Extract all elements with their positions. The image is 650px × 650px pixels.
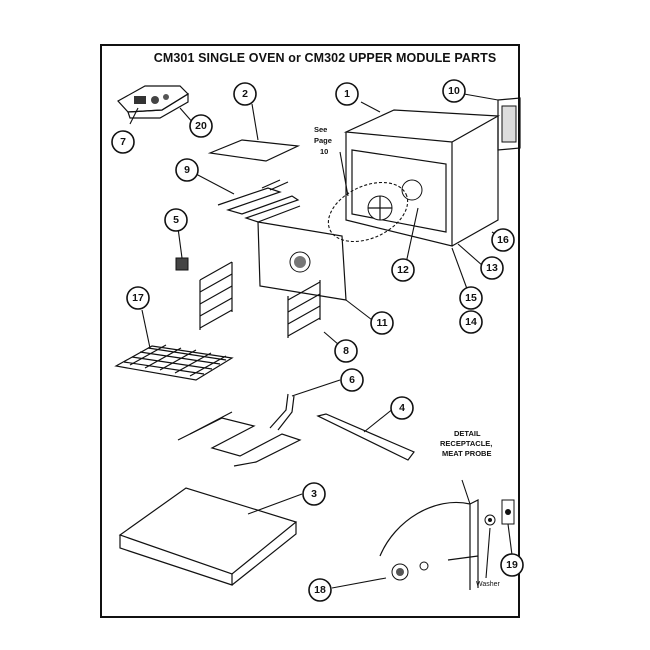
callout-4: 4 bbox=[390, 396, 414, 420]
callout-16: 16 bbox=[491, 228, 515, 252]
control-module-part bbox=[117, 85, 189, 119]
callout-8: 8 bbox=[334, 339, 358, 363]
diagram-border bbox=[100, 44, 520, 618]
diagram-title: CM301 SINGLE OVEN or CM302 UPPER MODULE … bbox=[153, 51, 497, 65]
callout-7: 7 bbox=[111, 130, 135, 154]
callout-10: 10 bbox=[442, 79, 466, 103]
callout-9: 9 bbox=[175, 158, 199, 182]
svg-text:16: 16 bbox=[497, 234, 509, 246]
svg-text:19: 19 bbox=[506, 559, 518, 571]
svg-text:14: 14 bbox=[465, 316, 477, 328]
washer-label: Washer bbox=[476, 581, 501, 588]
svg-text:12: 12 bbox=[397, 264, 409, 276]
callout-17: 17 bbox=[126, 286, 150, 310]
vent-panel-part bbox=[497, 97, 521, 151]
trim-strip-part bbox=[316, 413, 415, 461]
callout-19: 19 bbox=[500, 553, 524, 577]
callout-12: 12 bbox=[391, 258, 415, 282]
callout-2: 2 bbox=[233, 82, 257, 106]
callout-11: 11 bbox=[370, 311, 394, 335]
top-panel-part bbox=[207, 139, 301, 162]
svg-text:15: 15 bbox=[465, 292, 477, 304]
svg-text:11: 11 bbox=[376, 317, 387, 329]
rack-support-right-part bbox=[287, 280, 321, 338]
bake-element-part bbox=[177, 393, 302, 467]
callout-3: 3 bbox=[302, 482, 326, 506]
callout-15: 15 bbox=[459, 286, 483, 310]
svg-text:2: 2 bbox=[242, 88, 248, 100]
clip-part bbox=[175, 257, 189, 271]
oven-liner-part bbox=[257, 221, 347, 301]
svg-text:8: 8 bbox=[343, 345, 349, 357]
see-page-note-line3: 10 bbox=[320, 147, 328, 156]
svg-text:3: 3 bbox=[311, 488, 317, 500]
broil-element-part bbox=[217, 179, 301, 223]
detail-ellipse bbox=[327, 181, 409, 243]
svg-text:10: 10 bbox=[448, 85, 460, 97]
svg-text:6: 6 bbox=[349, 374, 355, 386]
svg-text:1: 1 bbox=[344, 88, 350, 100]
svg-text:4: 4 bbox=[399, 402, 405, 414]
svg-text:13: 13 bbox=[486, 262, 498, 274]
callout-20: 20 bbox=[189, 114, 213, 138]
callout-14: 14 bbox=[459, 310, 483, 334]
detail-note-line3: MEAT PROBE bbox=[442, 449, 491, 458]
callout-5: 5 bbox=[164, 208, 188, 232]
oven-body-part bbox=[343, 109, 501, 247]
detail-note-line2: RECEPTACLE, bbox=[440, 439, 492, 448]
svg-text:9: 9 bbox=[184, 164, 190, 176]
oven-rack-part bbox=[114, 344, 234, 381]
detail-note-line1: DETAIL bbox=[454, 429, 481, 438]
svg-text:17: 17 bbox=[132, 292, 144, 304]
receptacle-detail-part bbox=[379, 499, 515, 590]
see-page-note-line2: Page bbox=[314, 136, 332, 145]
see-page-note-line1: See bbox=[314, 125, 327, 134]
rack-support-left-part bbox=[199, 261, 233, 330]
callout-18: 18 bbox=[308, 578, 332, 602]
svg-text:18: 18 bbox=[314, 584, 326, 596]
svg-text:20: 20 bbox=[195, 120, 207, 132]
callout-13: 13 bbox=[480, 256, 504, 280]
bottom-pan-part bbox=[118, 487, 298, 586]
svg-text:5: 5 bbox=[173, 214, 179, 226]
callout-6: 6 bbox=[340, 368, 364, 392]
callout-1: 1 bbox=[335, 82, 359, 106]
svg-text:7: 7 bbox=[120, 136, 126, 148]
